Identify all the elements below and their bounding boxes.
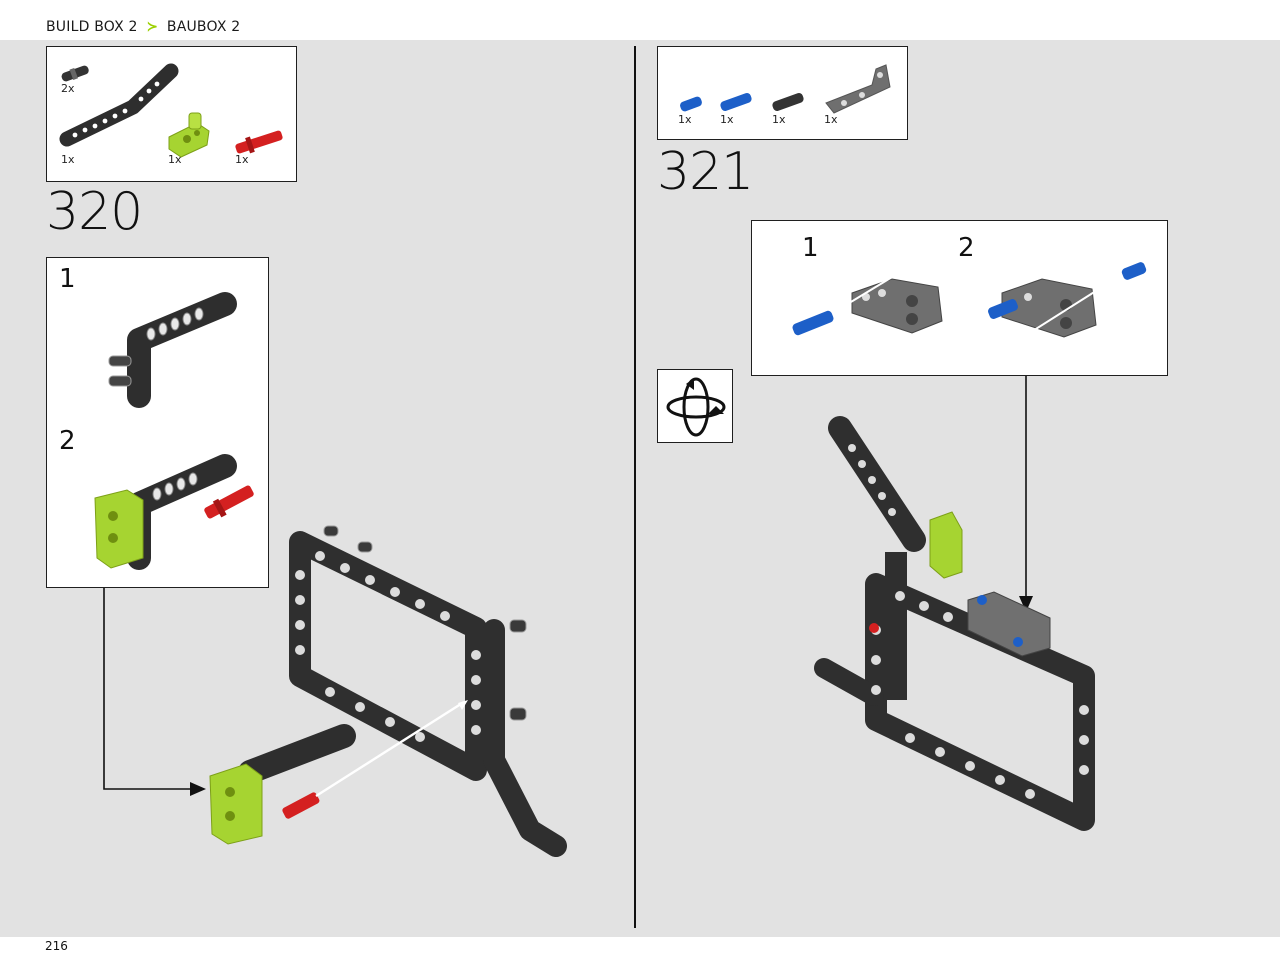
breadcrumb-separator-icon: ≻ xyxy=(146,19,159,35)
red-axle-pin-icon xyxy=(282,792,320,819)
qty-lime-connector: 1x xyxy=(168,153,182,166)
qty-blue-pin-long: 1x xyxy=(720,113,734,126)
parts-graphics-321 xyxy=(680,64,891,114)
insert-arrow xyxy=(315,700,465,798)
grey-beam-icon xyxy=(967,591,1051,657)
breadcrumb: BUILD BOX 2 ≻ BAUBOX 2 xyxy=(46,19,240,35)
black-pin-icon xyxy=(772,92,804,112)
substep-graphics-321 xyxy=(792,262,1147,355)
parts-list-320: 2x 1x 1x 1x xyxy=(46,46,297,182)
page-divider xyxy=(634,46,636,928)
parts-list-321: 1x 1x 1x 1x xyxy=(657,46,908,140)
rotate-icon xyxy=(666,377,726,437)
step-number-321: 321 xyxy=(657,142,754,202)
qty-grey-beam: 1x xyxy=(824,113,838,126)
l-beam-icon xyxy=(108,292,237,408)
blue-pin-icon xyxy=(977,595,987,605)
l-beam-lime-icon xyxy=(94,454,237,570)
qty-blue-pin: 1x xyxy=(678,113,692,126)
blue-pin-icon xyxy=(988,262,1147,319)
qty-black-pin: 1x xyxy=(772,113,786,126)
substep-label-2: 2 xyxy=(59,426,76,456)
substep-box-320: 1 2 xyxy=(46,257,269,588)
qty-red-axle-pin: 1x xyxy=(235,153,249,166)
blue-pin-icon xyxy=(680,96,702,112)
substep-label-2: 2 xyxy=(958,233,975,263)
substep-label-1: 1 xyxy=(59,264,76,294)
substep-box-321: 1 2 xyxy=(751,220,1168,376)
page-number: 216 xyxy=(45,939,68,953)
blue-pin-long-icon xyxy=(720,92,752,112)
rotate-model-box xyxy=(657,369,733,443)
red-axle-pin-icon xyxy=(235,130,283,154)
breadcrumb-baubox: BAUBOX 2 xyxy=(166,19,241,35)
lime-connector-icon xyxy=(168,112,210,158)
grey-beam-icon xyxy=(825,64,891,114)
grey-beam-icon xyxy=(851,278,943,334)
red-axle-pin-icon xyxy=(204,485,254,519)
parts-graphics-320 xyxy=(59,63,283,158)
step-number-320: 320 xyxy=(46,182,143,242)
qty-bent-beam: 1x xyxy=(61,153,75,166)
qty-black-pin: 2x xyxy=(61,82,75,95)
bent-beam-icon xyxy=(59,63,179,147)
substep-graphics-320 xyxy=(94,292,254,570)
black-frame-icon xyxy=(289,531,487,781)
blue-pin-icon xyxy=(792,310,834,336)
page-footer: 216 xyxy=(0,937,1280,974)
substep-label-1: 1 xyxy=(802,233,819,263)
black-pin-icon xyxy=(61,65,89,82)
page-header: BUILD BOX 2 ≻ BAUBOX 2 xyxy=(0,0,1280,40)
lime-connector-icon xyxy=(929,511,963,579)
breadcrumb-build-box: BUILD BOX 2 xyxy=(46,19,138,35)
red-pin-icon xyxy=(869,623,879,633)
blue-pin-icon xyxy=(1013,637,1023,647)
